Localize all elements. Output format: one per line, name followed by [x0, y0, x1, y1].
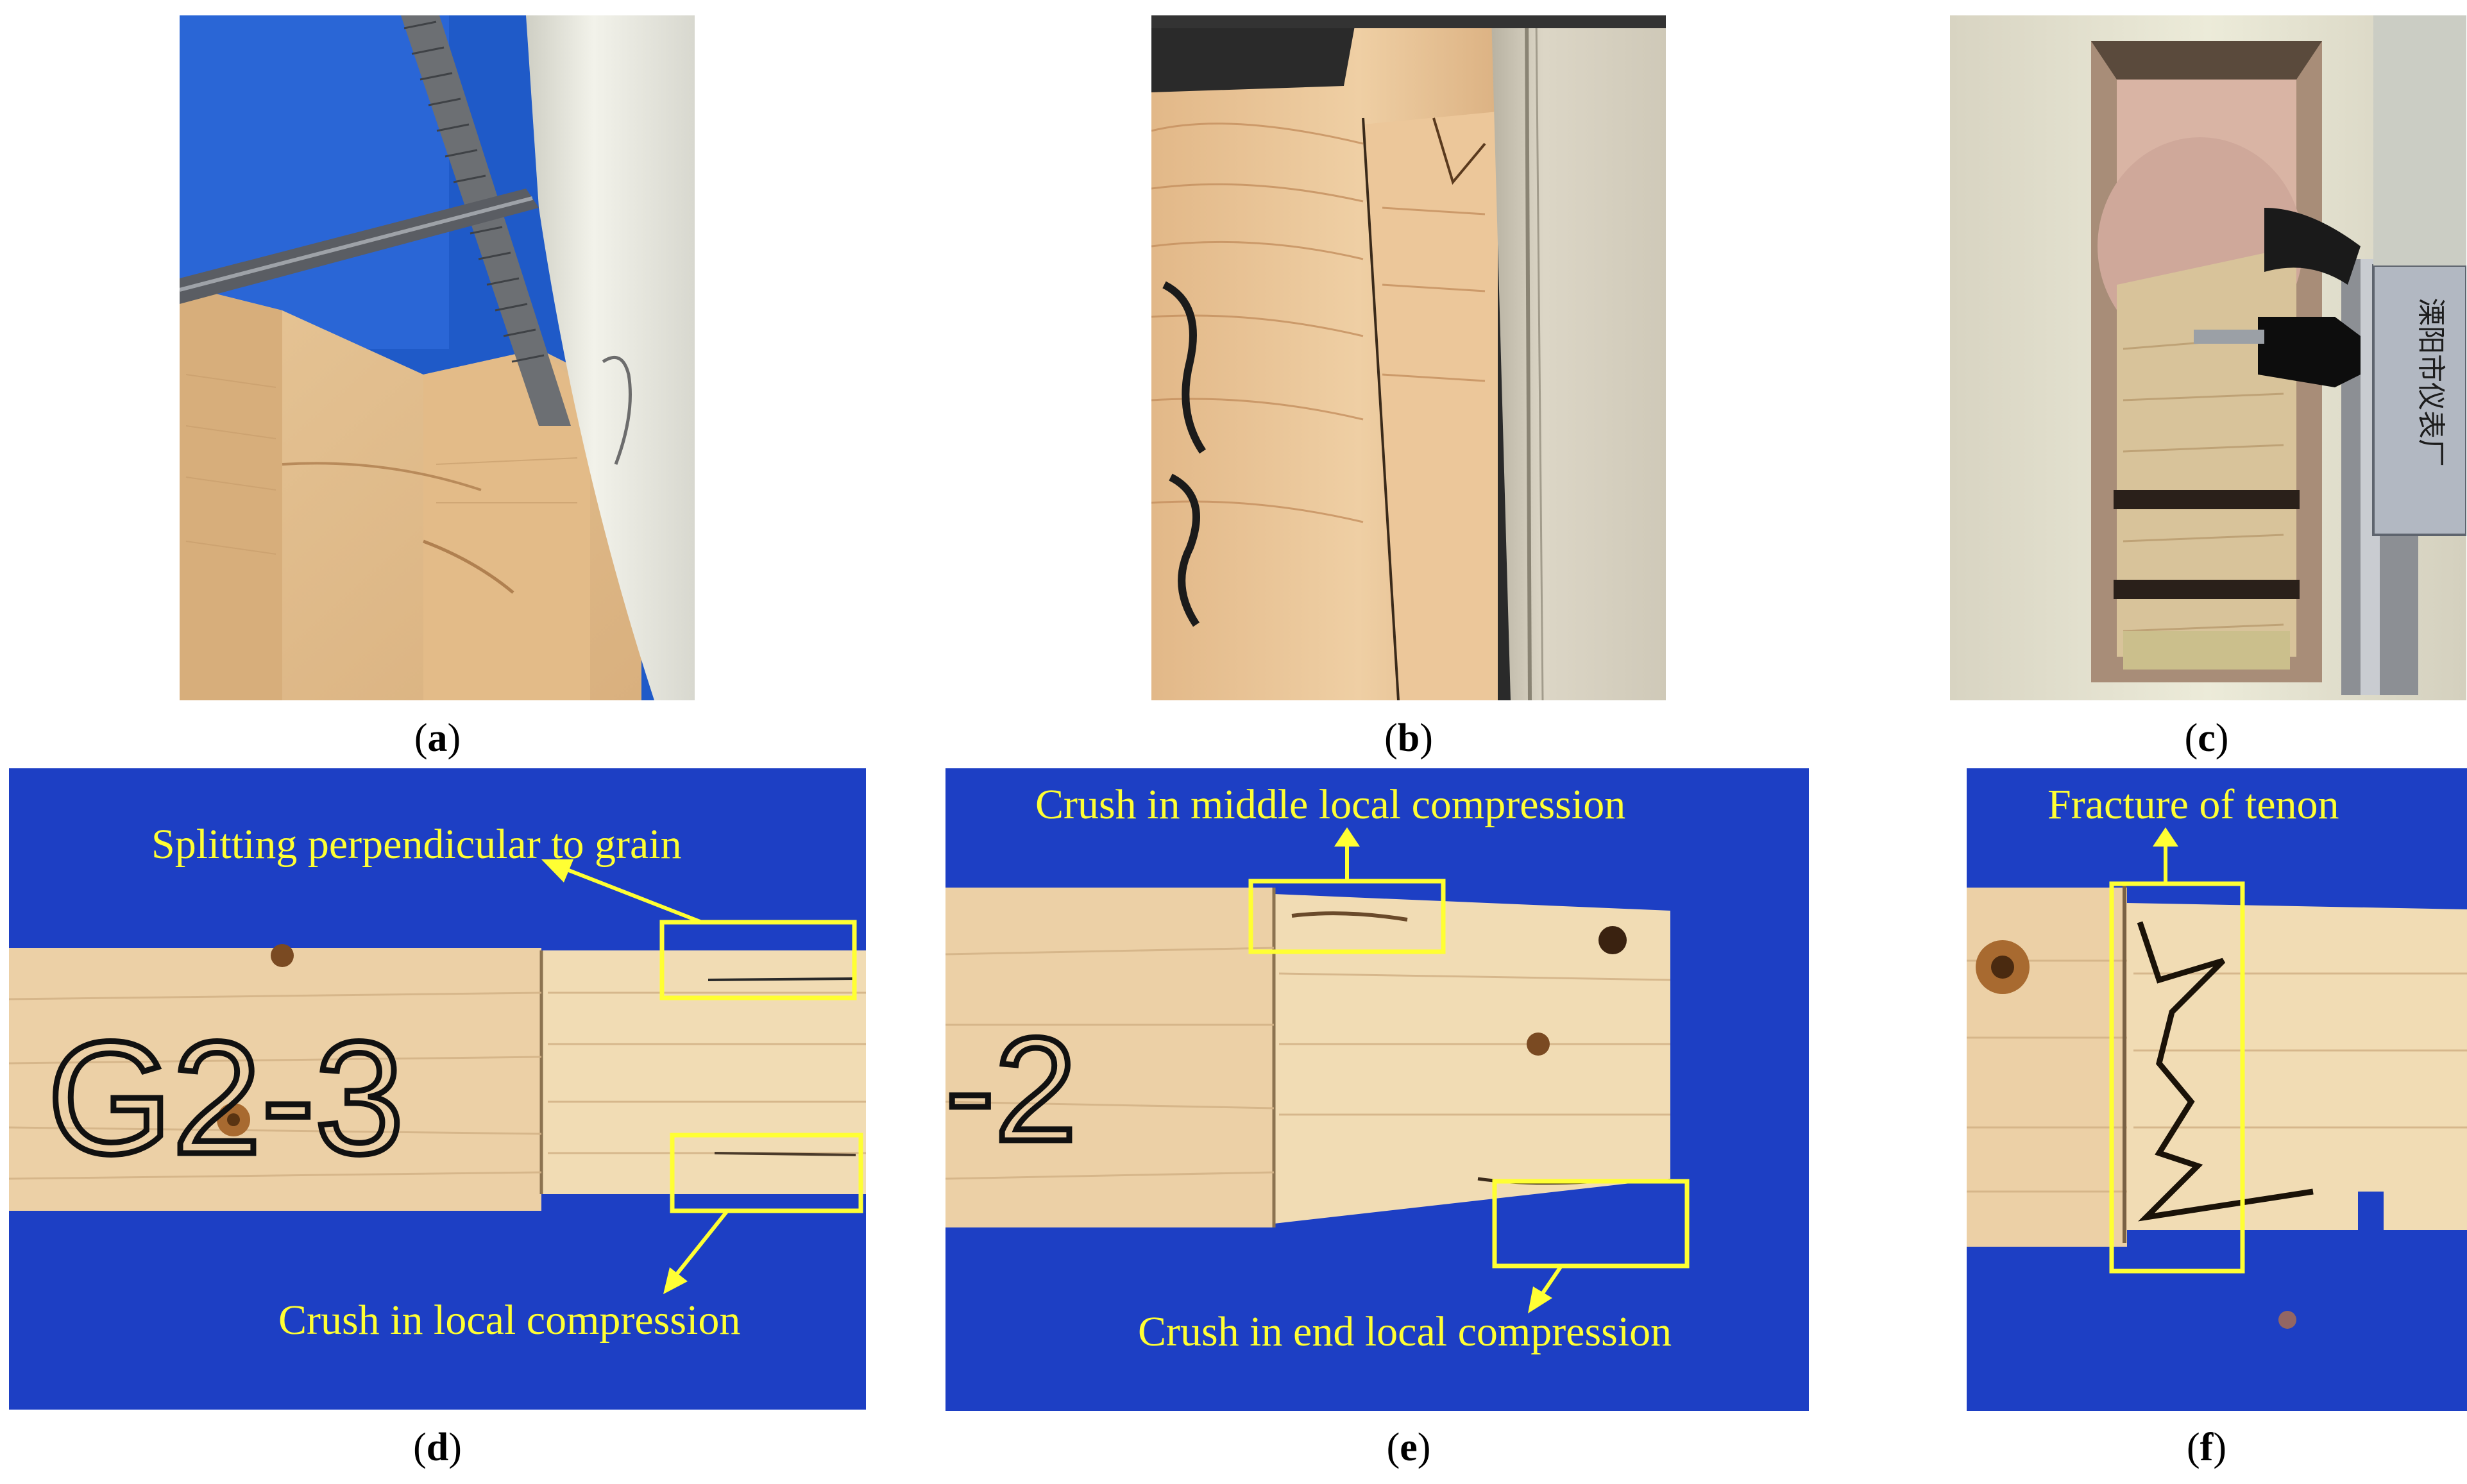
gauge-label: 溧阳市仪表厂 [2414, 298, 2447, 467]
box-crush-d [670, 1133, 863, 1213]
photo-c: 溧阳市仪表厂 [1950, 15, 2466, 700]
annotation-fracture: Fracture of tenon [2047, 781, 2339, 828]
annotation-crush-local: Crush in local compression [278, 1297, 740, 1344]
specimen-mark-d: G2-3 [47, 1008, 404, 1187]
specimen-mark-e: -2 [945, 1007, 1077, 1172]
photo-a [180, 15, 695, 700]
annotation-crush-middle: Crush in middle local compression [1035, 781, 1625, 828]
photo-d: G2-3 Splitting perpendicular to grain Cr… [9, 768, 866, 1410]
caption-d: (d) [413, 1426, 462, 1469]
box-split-d [659, 920, 857, 1000]
caption-e: (e) [1386, 1426, 1431, 1469]
box-fracture [2109, 881, 2245, 1274]
annotation-crush-end: Crush in end local compression [1138, 1308, 1672, 1355]
photo-f: Fracture of tenon [1967, 768, 2467, 1411]
caption-f: (f) [2187, 1426, 2226, 1469]
photo-e: -2 Crush in middle local compression Cru… [945, 768, 1809, 1411]
caption-a: (a) [414, 716, 461, 760]
caption-b: (b) [1384, 716, 1433, 760]
photo-b [1151, 15, 1666, 700]
caption-c: (c) [2184, 716, 2229, 760]
box-crush-end [1492, 1179, 1690, 1269]
annotation-splitting: Splitting perpendicular to grain [151, 821, 682, 868]
